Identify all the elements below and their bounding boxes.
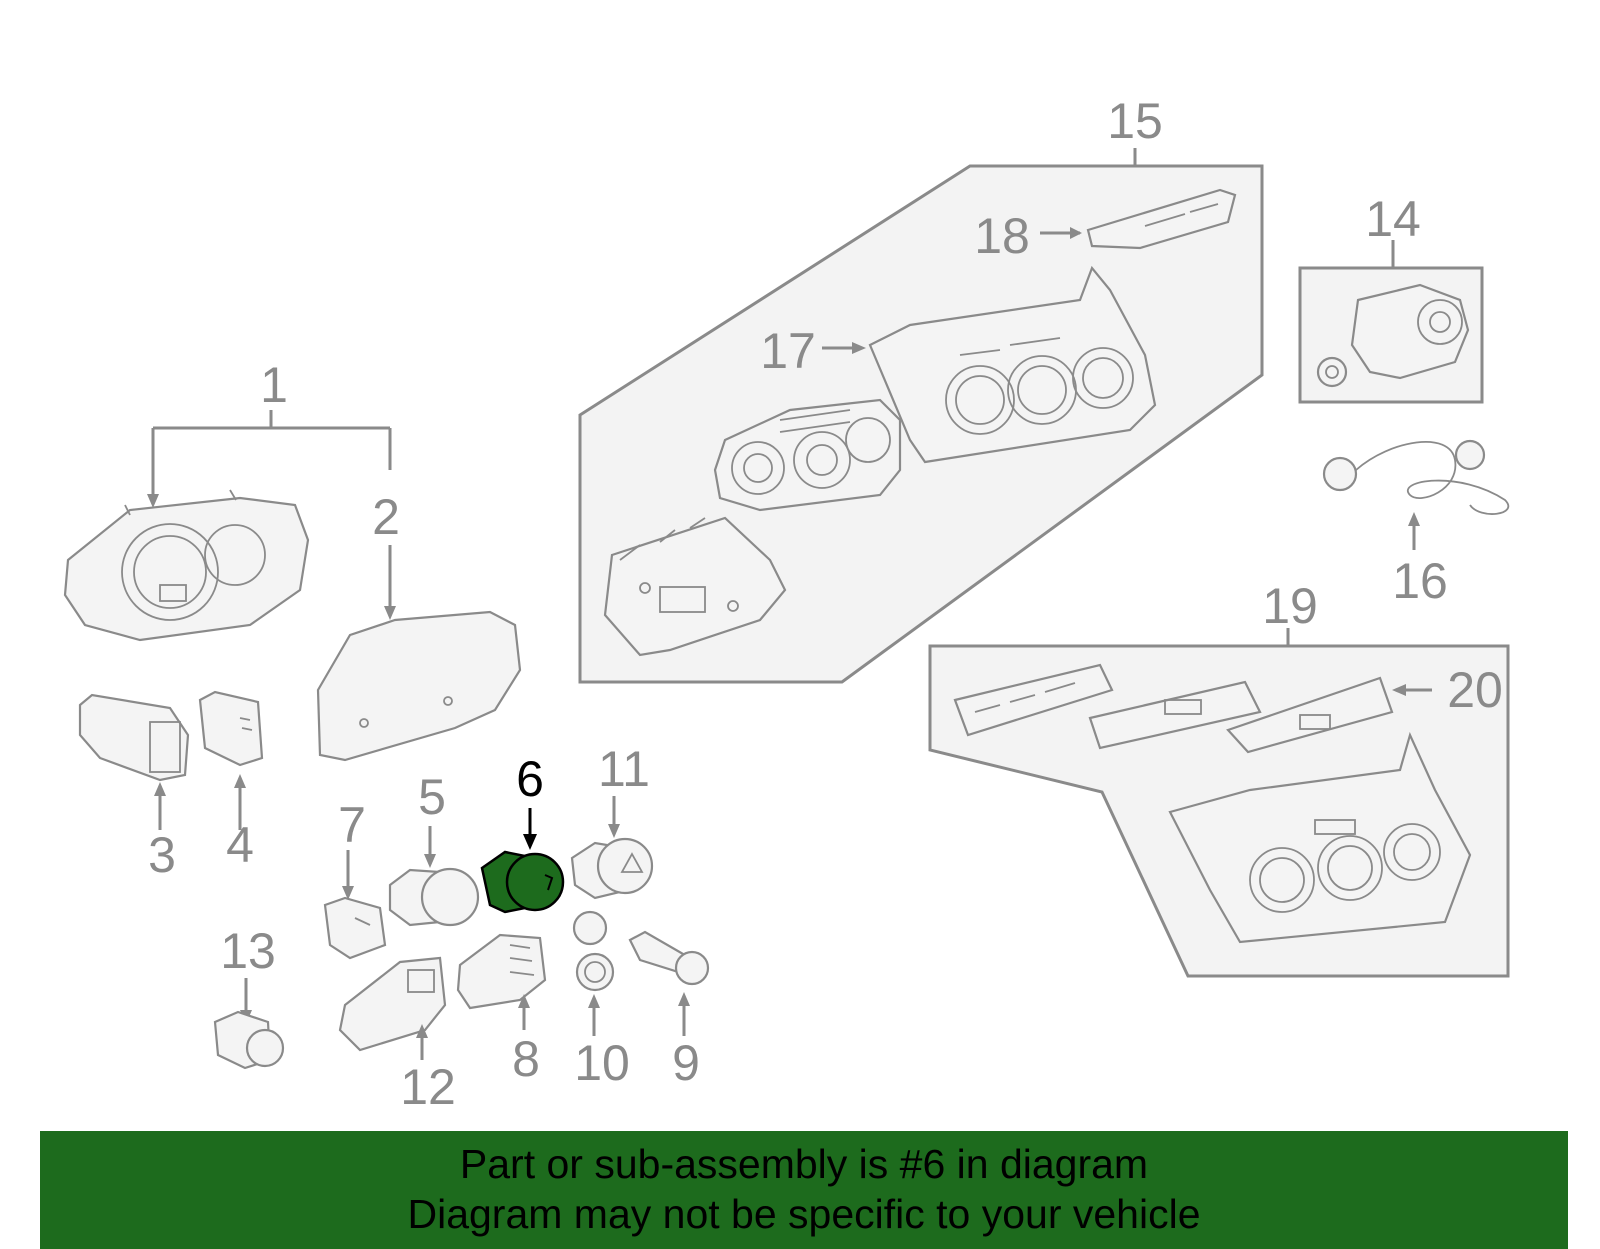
part-12-switch[interactable] [338, 956, 447, 1052]
callout-11: 11 [598, 741, 650, 797]
part-8-switch[interactable] [456, 933, 547, 1010]
part-1-instrument-cluster[interactable] [63, 489, 310, 642]
callout-16: 16 [1392, 553, 1448, 609]
banner-line-1: Part or sub-assembly is #6 in diagram [459, 1141, 1149, 1187]
callout-9: 9 [672, 1035, 700, 1091]
part-18-trim-strip[interactable] [1086, 188, 1237, 250]
part-20-trim-panel[interactable] [1226, 676, 1394, 754]
part-3-switch[interactable] [78, 693, 190, 782]
part-9-lighter[interactable] [628, 930, 710, 986]
callout-17: 17 [760, 323, 816, 379]
part-14-ignition-switch[interactable] [1316, 283, 1470, 388]
callout-18: 18 [974, 208, 1030, 264]
callout-15: 15 [1107, 93, 1163, 149]
callout-19: 19 [1262, 578, 1318, 634]
part-6-highlighted-switch[interactable] [480, 850, 565, 914]
part-5-knob-switch[interactable] [388, 867, 480, 927]
part-13-switch[interactable] [213, 1010, 285, 1070]
part-19-control-bezel[interactable] [1168, 731, 1472, 944]
part-4-switch[interactable] [198, 690, 264, 767]
part-16-antenna-coil[interactable] [1322, 439, 1509, 515]
callout-7: 7 [338, 797, 366, 853]
callout-1: 1 [260, 357, 288, 413]
callout-13: 13 [220, 923, 276, 979]
info-banner: Part or sub-assembly is #6 in diagram Di… [40, 1131, 1568, 1249]
part-19-display-board[interactable] [1088, 680, 1262, 750]
callout-8: 8 [512, 1031, 540, 1087]
callout-4: 4 [226, 817, 254, 873]
part-control-housing[interactable] [603, 516, 787, 657]
part-control-panel[interactable] [713, 398, 902, 512]
callout-3: 3 [148, 827, 176, 883]
callout-10: 10 [574, 1035, 630, 1091]
part-10-socket[interactable] [572, 910, 615, 992]
part-19-circuit-board[interactable] [953, 663, 1114, 737]
part-17-control-bezel[interactable] [868, 265, 1157, 464]
part-2-cluster-lens[interactable] [316, 610, 522, 762]
callout-2: 2 [372, 489, 400, 545]
callout-6: 6 [516, 751, 544, 807]
callout-5: 5 [418, 769, 446, 825]
banner-line-2: Diagram may not be specific to your vehi… [407, 1191, 1201, 1237]
callout-12: 12 [400, 1059, 456, 1115]
part-7-switch[interactable] [323, 896, 387, 960]
callout-14: 14 [1365, 191, 1421, 247]
part-11-hazard-switch[interactable] [570, 837, 654, 900]
callout-20: 20 [1447, 662, 1503, 718]
